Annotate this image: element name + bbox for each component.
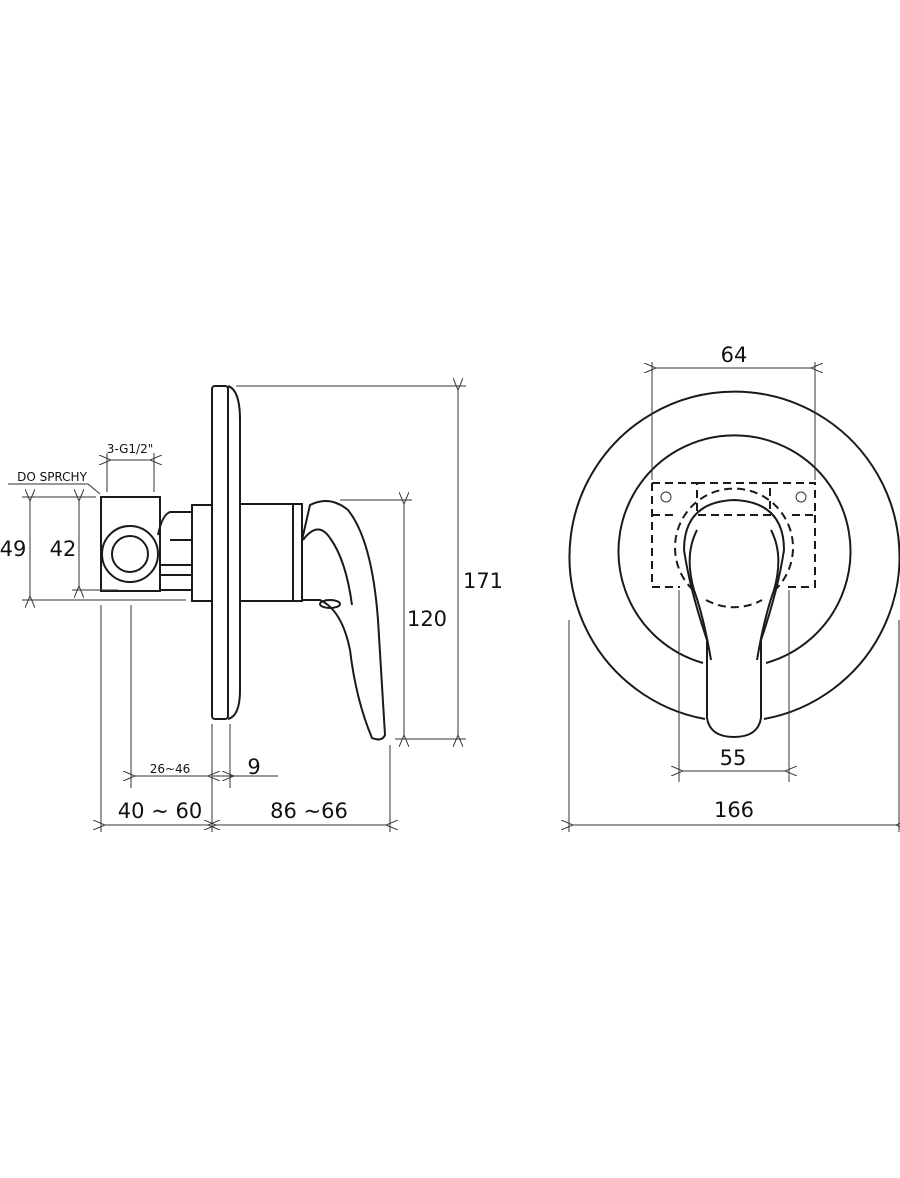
valve-body: [157, 503, 303, 602]
dim-171: 171: [463, 569, 503, 593]
wall-plate: [211, 385, 241, 720]
lever-handle-front: [682, 498, 786, 739]
dim-49: 49: [0, 537, 26, 561]
side-view: DO SPRCHY 3-G1/2" 49 42 171 120 26~46 9 …: [0, 386, 503, 832]
dim-42: 42: [50, 537, 77, 561]
dim-120: 120: [407, 607, 447, 631]
dim-9: 9: [247, 755, 260, 779]
dimension-lines: [8, 386, 466, 832]
dim-thread: 3-G1/2": [107, 442, 154, 456]
dim-166: 166: [714, 798, 754, 822]
dim-55: 55: [720, 746, 747, 770]
hidden-mounting-bracket: [651, 482, 816, 609]
dim-64: 64: [721, 343, 748, 367]
front-view: 64 55 166: [568, 343, 900, 832]
escutcheon: [568, 390, 900, 720]
dim-40-60: 40 ~ 60: [118, 799, 202, 823]
dim-86-66: 86 ~66: [270, 799, 348, 823]
dim-26-46: 26~46: [150, 762, 191, 776]
front-dimension-lines: [569, 362, 899, 832]
lever-handle: [301, 500, 387, 741]
outlet-label: DO SPRCHY: [17, 470, 87, 484]
outlet-connector: [100, 496, 161, 592]
